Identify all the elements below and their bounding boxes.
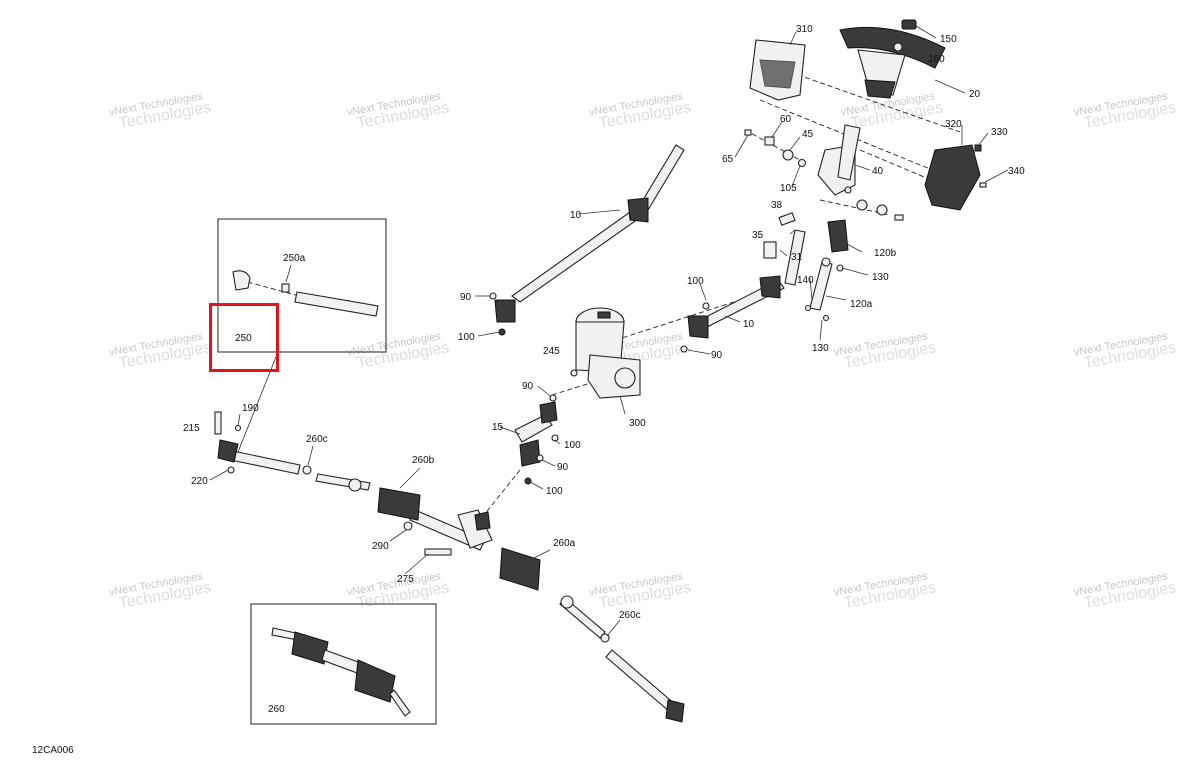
callout-260a[interactable]: 260a bbox=[553, 538, 576, 549]
inset-leader bbox=[237, 351, 279, 453]
callout-90-c[interactable]: 90 bbox=[522, 381, 534, 392]
callout-60[interactable]: 60 bbox=[780, 114, 792, 125]
watermark: vNext Technologies Technologies bbox=[1073, 330, 1178, 372]
intermediate-shaft-10-upper[interactable] bbox=[494, 144, 685, 323]
callout-130-upper[interactable]: 130 bbox=[872, 272, 889, 283]
callout-250a[interactable]: 250a bbox=[283, 253, 306, 264]
callout-20[interactable]: 20 bbox=[969, 89, 981, 100]
callout-290[interactable]: 290 bbox=[372, 541, 389, 552]
watermark: vNext Technologies Technologies bbox=[108, 570, 213, 612]
callout-330[interactable]: 330 bbox=[991, 127, 1008, 138]
eps-motor-300[interactable] bbox=[575, 307, 641, 399]
watermark: vNext Technologies Technologies bbox=[346, 90, 451, 132]
tie-rod-tube-left[interactable] bbox=[217, 439, 312, 475]
callout-38[interactable]: 38 bbox=[771, 200, 783, 211]
callout-105[interactable]: 105 bbox=[780, 183, 797, 194]
watermark: vNext Technologies Technologies bbox=[588, 570, 693, 612]
watermark: vNext Technologies Technologies bbox=[588, 90, 693, 132]
lower-shaft-15[interactable] bbox=[514, 401, 558, 467]
watermark: vNext Technologies Technologies bbox=[833, 570, 938, 612]
leader-lines bbox=[209, 25, 1009, 637]
steering-rack[interactable] bbox=[409, 509, 493, 551]
steering-cover-310[interactable] bbox=[749, 39, 806, 101]
gas-strut-120a[interactable] bbox=[809, 257, 833, 311]
callout-250-highlight bbox=[209, 303, 279, 372]
callout-15[interactable]: 15 bbox=[492, 422, 504, 433]
callout-10-upper[interactable]: 10 bbox=[570, 210, 582, 221]
callout-160[interactable]: 160 bbox=[928, 54, 945, 65]
column-shaft-35-38[interactable] bbox=[763, 212, 806, 286]
callout-220[interactable]: 220 bbox=[191, 476, 208, 487]
callout-260c-right[interactable]: 260c bbox=[619, 610, 641, 621]
callout-90-d[interactable]: 90 bbox=[557, 462, 569, 473]
mount-320[interactable] bbox=[924, 144, 981, 211]
rack-fasteners[interactable] bbox=[214, 411, 452, 556]
callout-260b[interactable]: 260b bbox=[412, 455, 435, 466]
callout-100-a[interactable]: 100 bbox=[458, 332, 475, 343]
callout-31[interactable]: 31 bbox=[791, 252, 803, 263]
tie-rod-tube-right[interactable] bbox=[600, 633, 685, 723]
watermark: vNext Technologies Technologies bbox=[1073, 570, 1178, 612]
intermediate-shaft-10-lower[interactable] bbox=[687, 275, 785, 339]
callout-300[interactable]: 300 bbox=[629, 418, 646, 429]
callout-90-a[interactable]: 90 bbox=[460, 292, 472, 303]
rack-boot-260b[interactable] bbox=[377, 487, 421, 521]
tie-rod-end-250[interactable] bbox=[232, 270, 379, 317]
inset-box-260 bbox=[250, 603, 437, 725]
callout-150[interactable]: 150 bbox=[940, 34, 957, 45]
callout-labels: 310 150 160 20 60 45 65 105 40 320 330 3… bbox=[183, 24, 1025, 715]
watermark: vNext Technologies Technologies bbox=[833, 330, 938, 372]
shaft-fasteners[interactable] bbox=[489, 292, 830, 485]
watermark: vNext Technologies Technologies bbox=[108, 90, 213, 132]
callout-100-b[interactable]: 100 bbox=[687, 276, 704, 287]
steering-shaft-upper[interactable] bbox=[837, 124, 861, 181]
callout-320[interactable]: 320 bbox=[945, 119, 962, 130]
callout-100-c[interactable]: 100 bbox=[564, 440, 581, 451]
callout-35[interactable]: 35 bbox=[752, 230, 764, 241]
steering-wheel[interactable] bbox=[839, 26, 946, 99]
watermark: vNext Technologies Technologies bbox=[108, 330, 213, 372]
callout-260[interactable]: 260 bbox=[268, 704, 285, 715]
watermark: vNext Technologies Technologies bbox=[1073, 90, 1178, 132]
inset-box-250 bbox=[217, 218, 387, 353]
callout-190[interactable]: 190 bbox=[242, 403, 259, 414]
watermark: vNext Technologies Technologies bbox=[346, 330, 451, 372]
callout-40[interactable]: 40 bbox=[872, 166, 884, 177]
callout-245[interactable]: 245 bbox=[543, 346, 560, 357]
callout-45[interactable]: 45 bbox=[802, 129, 814, 140]
callout-130-lower[interactable]: 130 bbox=[812, 343, 829, 354]
callout-10-lower[interactable]: 10 bbox=[743, 319, 755, 330]
callout-65[interactable]: 65 bbox=[722, 154, 734, 165]
inner-tie-rod-left[interactable] bbox=[315, 473, 371, 492]
callout-120b[interactable]: 120b bbox=[874, 248, 897, 259]
callout-275[interactable]: 275 bbox=[397, 574, 414, 585]
wheel-nut-160[interactable] bbox=[893, 42, 903, 52]
wheel-cap-150[interactable] bbox=[901, 19, 917, 30]
fasteners-top[interactable] bbox=[744, 129, 987, 221]
callout-100-d[interactable]: 100 bbox=[546, 486, 563, 497]
diagram-code: 12CA006 bbox=[32, 745, 74, 756]
callout-260c-left[interactable]: 260c bbox=[306, 434, 328, 445]
callout-120a[interactable]: 120a bbox=[850, 299, 873, 310]
callout-215[interactable]: 215 bbox=[183, 423, 200, 434]
callout-90-b[interactable]: 90 bbox=[711, 350, 723, 361]
column-spring-120b[interactable] bbox=[827, 219, 849, 253]
rack-assembly-260[interactable] bbox=[271, 627, 411, 717]
callout-310[interactable]: 310 bbox=[796, 24, 813, 35]
callout-250[interactable]: 250 bbox=[235, 333, 252, 344]
inner-tie-rod-right[interactable] bbox=[559, 595, 606, 639]
callout-140[interactable]: 140 bbox=[797, 275, 814, 286]
callout-340[interactable]: 340 bbox=[1008, 166, 1025, 177]
rack-boot-260a[interactable] bbox=[499, 547, 541, 591]
